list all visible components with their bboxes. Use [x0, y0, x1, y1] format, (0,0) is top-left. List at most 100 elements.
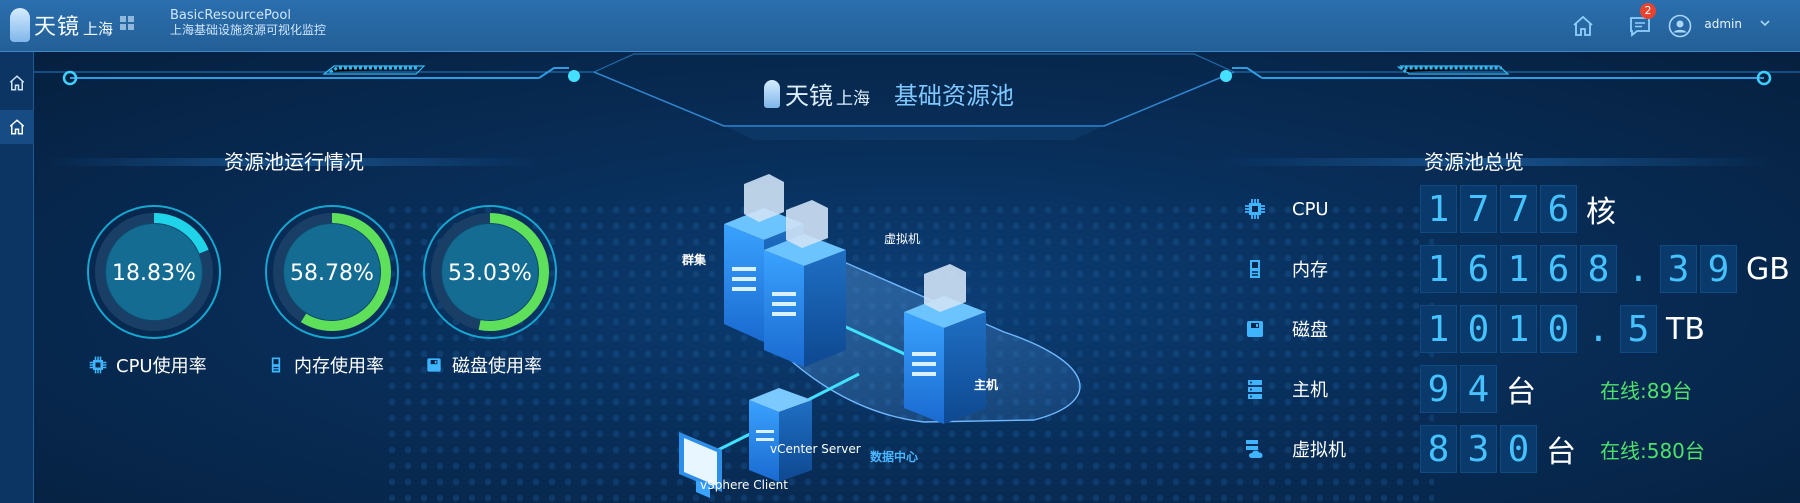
memory-gauge-value: 58.78% — [290, 261, 374, 286]
vm-cloud-icon — [1246, 440, 1263, 458]
cpu-gauge-arc — [95, 213, 213, 331]
digit-cell: 0 — [1500, 425, 1537, 473]
cpu-usage-gauge: 18.83% — [84, 202, 224, 342]
dashboard-main: 天镜 上海 基础资源池 资源池运行情况 18.83% CPU使用率 58.78% 内存… — [34, 52, 1800, 503]
digit-cell: 8 — [1580, 245, 1617, 293]
app-subtitle: 上海基础设施资源可视化监控 — [170, 23, 327, 37]
digit-cell: 4 — [1460, 365, 1497, 413]
datacenter-illustration: 群集 虚拟机 主机 vCenter Server 数据中心 vSphere Cl… — [674, 152, 1154, 503]
cpu-gauge-ring: 18.83% — [87, 205, 221, 339]
top-navigation-bar: 天镜 上海 BasicResourcePool 上海基础设施资源可视化监控 2 … — [0, 0, 1800, 52]
vsphere-client-label: vSphere Client — [700, 478, 788, 492]
digit-cell: 6 — [1460, 245, 1497, 293]
sidebar-item-home[interactable] — [0, 66, 34, 100]
cpu-icon — [89, 356, 107, 374]
digit-cell: 8 — [1420, 425, 1457, 473]
header-brand-region: 上海 — [836, 88, 870, 109]
cpu-gauge-value: 18.83% — [112, 261, 196, 286]
memory-icon — [1250, 260, 1260, 278]
vm-icon-wrap — [1242, 436, 1268, 462]
cpu-icon — [1245, 199, 1265, 219]
right-panel-title: 资源池总览 — [1424, 150, 1524, 174]
page-title-block: 天镜 上海 基础资源池 — [764, 76, 1014, 111]
left-sidebar — [0, 52, 34, 503]
digit-cell: 0 — [1460, 305, 1497, 353]
digit-cell: 1 — [1500, 245, 1537, 293]
cpu-label: CPU — [1292, 198, 1329, 220]
header-decoration — [34, 53, 1800, 140]
host-online-count: 在线:89台 — [1600, 378, 1693, 403]
user-avatar-icon[interactable] — [1668, 14, 1692, 38]
cluster-label: 群集 — [682, 253, 707, 267]
brand-name: 天镜 — [34, 15, 81, 40]
memory-icon — [271, 357, 281, 373]
digit-cell: 3 — [1660, 245, 1697, 293]
vm-label: 虚拟机 — [1292, 440, 1346, 461]
vsphere-client-monitor — [679, 432, 722, 498]
sidebar-item-home-active[interactable] — [0, 110, 34, 144]
section-underline — [1214, 158, 1774, 166]
disk-gauge-ring: 53.03% — [423, 205, 557, 339]
disk-label: 磁盘 — [1292, 320, 1328, 341]
home-icon[interactable] — [1571, 14, 1595, 38]
memory-gauge-arc — [273, 213, 391, 331]
disk-gauge-value: 53.03% — [448, 261, 532, 286]
vm-host-server — [904, 264, 986, 424]
digit-cell: 7 — [1500, 185, 1537, 233]
cpu-unit: 核 — [1586, 195, 1616, 230]
top-right-controls: 2 admin — [1540, 0, 1800, 52]
vcenter-label: vCenter Server — [770, 442, 861, 456]
digit-cell: 1 — [1420, 305, 1457, 353]
disk-gauge-label-text: 磁盘使用率 — [452, 356, 542, 377]
home-icon — [9, 75, 25, 91]
digit-cell: 7 — [1460, 185, 1497, 233]
memory-unit: GB — [1746, 251, 1790, 287]
brand-logo-area[interactable]: 天镜 上海 — [10, 8, 113, 42]
tianjing-logo-icon — [10, 8, 30, 42]
disk-usage-gauge: 53.03% — [420, 202, 560, 342]
header-brand-name: 天镜 — [785, 82, 833, 110]
vm-online-count: 在线:580台 — [1600, 438, 1705, 463]
disk-icon-wrap — [1242, 316, 1268, 342]
vm-unit: 台 — [1546, 435, 1576, 470]
digit-cell: 1 — [1500, 305, 1537, 353]
digit-cell: 9 — [1420, 365, 1457, 413]
cluster-server-b — [764, 200, 846, 367]
app-title-block: BasicResourcePool 上海基础设施资源可视化监控 — [170, 8, 326, 38]
host-label: 主机 — [974, 378, 999, 392]
memory-gauge-ring: 58.78% — [265, 205, 399, 339]
digit-cell: 6 — [1540, 185, 1577, 233]
digit-cell: 5 — [1620, 305, 1657, 353]
user-name[interactable]: admin — [1704, 17, 1742, 31]
digit-cell: 0 — [1540, 305, 1577, 353]
host-unit: 台 — [1506, 375, 1536, 410]
message-icon[interactable] — [1628, 14, 1652, 38]
app-title: BasicResourcePool — [170, 8, 291, 23]
digit-cell: . — [1627, 248, 1650, 290]
vm-label: 虚拟机 — [884, 232, 921, 246]
memory-icon-wrap — [1242, 256, 1268, 282]
disk-icon — [1247, 321, 1263, 337]
cpu-icon-wrap — [1242, 196, 1268, 222]
digit-cell: 3 — [1460, 425, 1497, 473]
notification-badge: 2 — [1640, 3, 1656, 19]
brand-region: 上海 — [83, 19, 114, 38]
memory-label: 内存 — [1292, 260, 1328, 281]
app-grid-icon[interactable] — [120, 16, 134, 30]
disk-icon — [427, 358, 441, 372]
digit-cell: 9 — [1700, 245, 1737, 293]
memory-gauge-caption: 内存使用率 — [266, 352, 384, 378]
chevron-down-icon[interactable] — [1758, 16, 1772, 30]
cpu-gauge-label-text: CPU使用率 — [116, 356, 207, 377]
server-icon — [1248, 380, 1262, 399]
disk-gauge-arc — [431, 213, 549, 331]
left-panel-title: 资源池运行情况 — [224, 150, 364, 174]
